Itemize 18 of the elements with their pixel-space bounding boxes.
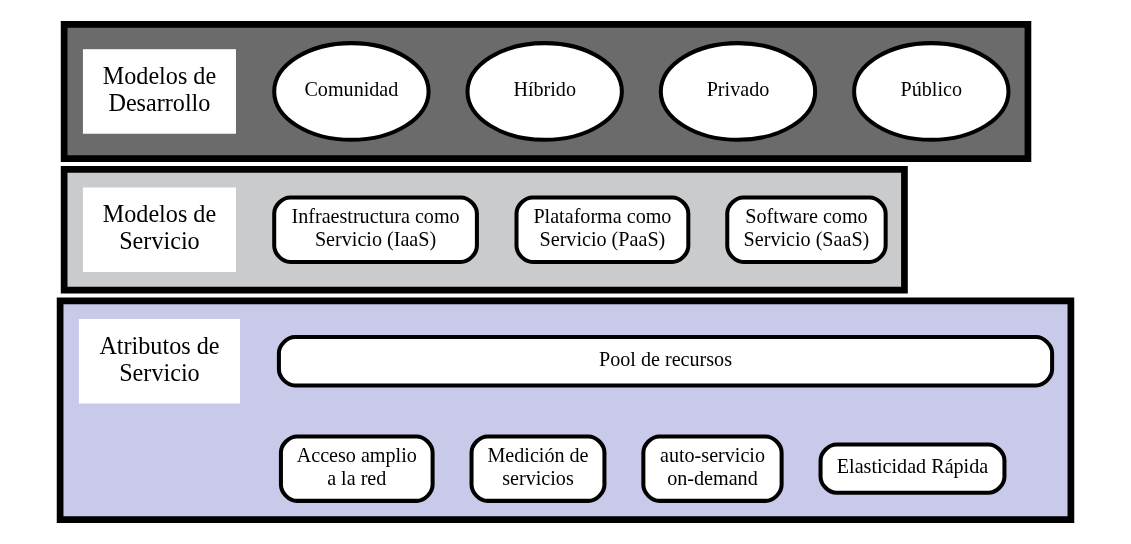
node-ellipse: Comunidad [272,41,431,142]
node-box: Modelos de Servicio [82,187,236,272]
node-box: Software como Servicio (SaaS) [725,195,888,264]
node-ellipse: Público [852,41,1011,142]
node-box: Infraestructura como Servicio (IaaS) [272,195,479,264]
node-box: Plataforma como Servicio (PaaS) [514,195,691,264]
node-box: Acceso amplio a la red [278,434,435,503]
node-ellipse: Híbrido [465,41,624,142]
node-box: Medición de servicios [469,434,607,503]
cluster [60,165,908,294]
cluster [60,21,1032,162]
node-box: Pool de recursos [276,335,1055,388]
node-box: Atributos de Servicio [78,318,240,404]
node-box: auto-servicio on-demand [641,434,784,503]
cluster [56,297,1075,523]
node-ellipse: Privado [658,41,818,142]
node-box: Modelos de Desarrollo [82,49,236,134]
node-box: Elasticidad Rápida [818,442,1007,495]
